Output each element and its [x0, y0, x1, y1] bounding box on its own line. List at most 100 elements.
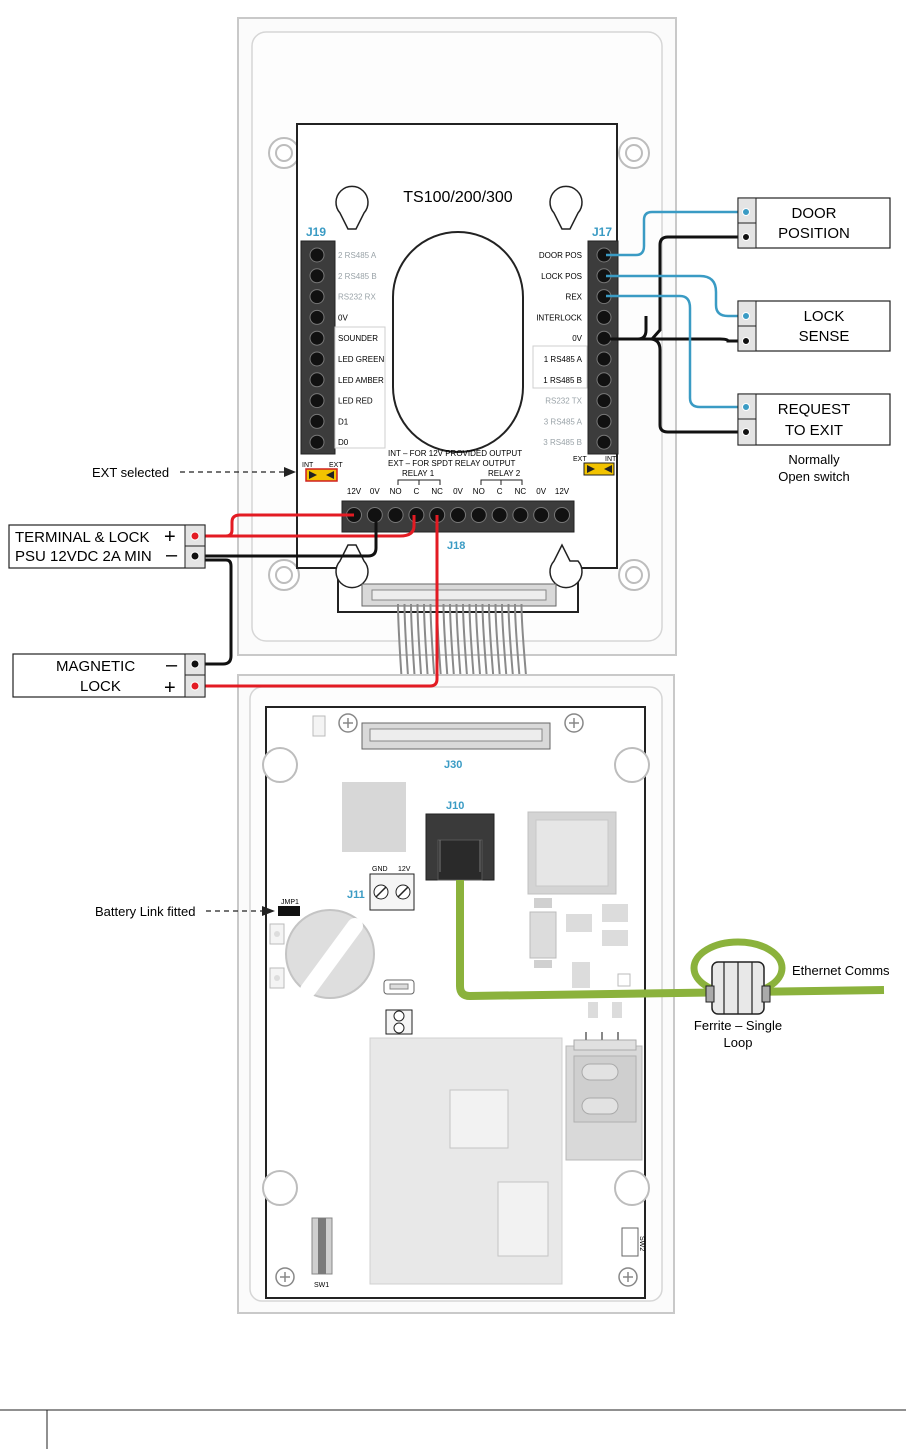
- j19-terminal: [309, 247, 325, 263]
- j17-pin-label: REX: [566, 293, 583, 302]
- rex-note2: Open switch: [778, 469, 850, 484]
- door-line2: POSITION: [778, 225, 850, 242]
- locksense-line1: LOCK: [804, 308, 845, 325]
- ferrite-line1: Ferrite – Single: [694, 1018, 782, 1033]
- j18-terminal-holes: [346, 507, 570, 523]
- j18-terminal: [387, 507, 404, 523]
- gnd-label: GND: [372, 866, 388, 873]
- int-note: INT – FOR 12V PROVIDED OUTPUT: [388, 449, 522, 458]
- j19-pin-label: D1: [338, 417, 349, 426]
- j19-terminal: [309, 351, 325, 367]
- request-to-exit-box: REQUEST TO EXIT: [737, 393, 891, 446]
- j18-terminal: [450, 507, 466, 523]
- top-enclosure: TS100/200/300 J19 2 RS485 A2 RS485 BRS23…: [237, 17, 677, 656]
- door-line1: DOOR: [792, 205, 837, 222]
- j18-pin-label: 0V: [370, 487, 380, 496]
- locksense-line2: SENSE: [799, 328, 850, 345]
- j11-12v-label: 12V: [398, 866, 411, 873]
- j18-terminal: [491, 507, 508, 523]
- maglock-line1: MAGNETIC: [56, 658, 135, 675]
- j19-terminal: [309, 289, 325, 305]
- j17-ext-label: EXT: [573, 456, 587, 463]
- j17-pin-label: RS232 TX: [545, 397, 582, 406]
- j18-terminal: [533, 507, 550, 523]
- black-wires: [195, 235, 745, 666]
- footer-rule: [0, 1409, 906, 1449]
- ethernet-label: Ethernet Comms: [792, 963, 890, 978]
- j19-terminal: [309, 393, 325, 409]
- rex-note1: Normally: [788, 452, 840, 467]
- ext-note: EXT – FOR SPDT RELAY OUTPUT: [388, 459, 516, 468]
- relay2-label: RELAY 2: [488, 469, 521, 478]
- j19-terminal: [309, 330, 325, 346]
- psu-minus: –: [166, 544, 178, 566]
- maglock-plus: +: [164, 677, 176, 699]
- j19-pin-label: 0V: [338, 313, 348, 322]
- j19-int-ext-jumper: [305, 468, 338, 482]
- psu-line1: TERMINAL & LOCK: [15, 529, 149, 546]
- door-position-box: DOOR POSITION: [737, 197, 891, 249]
- j18-pin-label: 0V: [453, 487, 463, 496]
- j19-pin-label: D0: [338, 438, 349, 447]
- j17-terminal: [596, 413, 612, 429]
- maglock-line2: LOCK: [80, 678, 121, 695]
- rex-line1: REQUEST: [778, 401, 851, 418]
- j17-terminal-holes: [596, 247, 612, 450]
- j18-terminal: [470, 507, 487, 523]
- j19-ext-label: EXT: [329, 462, 343, 469]
- j19-terminal-holes: [309, 247, 325, 450]
- red-wires: [195, 513, 439, 688]
- rex-line2: TO EXIT: [785, 422, 843, 439]
- j17-terminal: [596, 372, 612, 388]
- lock-sense-box: LOCK SENSE: [737, 300, 891, 352]
- j19-terminal: [309, 309, 325, 325]
- psu-line2: PSU 12VDC 2A MIN: [15, 548, 152, 565]
- j17-terminal: [596, 434, 612, 450]
- j19-pin-label: SOUNDER: [338, 334, 378, 343]
- j19-terminal: [309, 372, 325, 388]
- j17-pin-label: INTERLOCK: [536, 313, 582, 322]
- j18-terminal: [554, 507, 570, 523]
- j18-pin-label: C: [414, 487, 420, 496]
- j19-pin-label: 2 RS485 B: [338, 272, 377, 281]
- maglock-minus: –: [166, 654, 178, 676]
- ferrite-core: [705, 961, 771, 1015]
- j17-pin-label: 1 RS485 B: [543, 376, 582, 385]
- psu-plus: +: [164, 526, 176, 548]
- j17-int-ext-jumper: [583, 462, 615, 476]
- j18-pin-label: 12V: [555, 487, 570, 496]
- j18-pin-label: 0V: [536, 487, 546, 496]
- j18-terminal: [408, 507, 425, 523]
- j18-pin-label: NO: [390, 487, 402, 496]
- j18-label: J18: [447, 540, 465, 552]
- j17-terminal: [596, 351, 612, 367]
- sw1-label: SW1: [314, 1282, 329, 1289]
- j18-pin-label: NC: [431, 487, 443, 496]
- ferrite-line2: Loop: [724, 1035, 753, 1050]
- j17-terminal: [596, 309, 612, 325]
- j17-pin-label: LOCK POS: [541, 272, 582, 281]
- j19-terminal: [309, 434, 325, 450]
- ext-selected-callout: EXT selected: [92, 465, 296, 480]
- maglock-box: MAGNETIC LOCK – +: [12, 653, 206, 699]
- blue-wires: [606, 210, 745, 409]
- j19-label: J19: [306, 225, 326, 239]
- j18-terminal: [512, 507, 529, 523]
- j19-pin-label: RS232 RX: [338, 293, 376, 302]
- j19-pin-label: LED GREEN: [338, 355, 384, 364]
- j19-int-label: INT: [302, 462, 314, 469]
- psu-box: TERMINAL & LOCK PSU 12VDC 2A MIN + –: [8, 524, 206, 569]
- j17-terminal: [596, 393, 612, 409]
- jmp1-label: JMP1: [281, 899, 299, 906]
- j19-pin-label: LED AMBER: [338, 376, 384, 385]
- j17-pin-label: DOOR POS: [539, 251, 582, 260]
- j18-pin-label: NO: [473, 487, 485, 496]
- ext-selected-text: EXT selected: [92, 465, 169, 480]
- j17-label: J17: [592, 225, 612, 239]
- j30-label: J30: [444, 759, 462, 771]
- j18-pin-label: 12V: [347, 487, 362, 496]
